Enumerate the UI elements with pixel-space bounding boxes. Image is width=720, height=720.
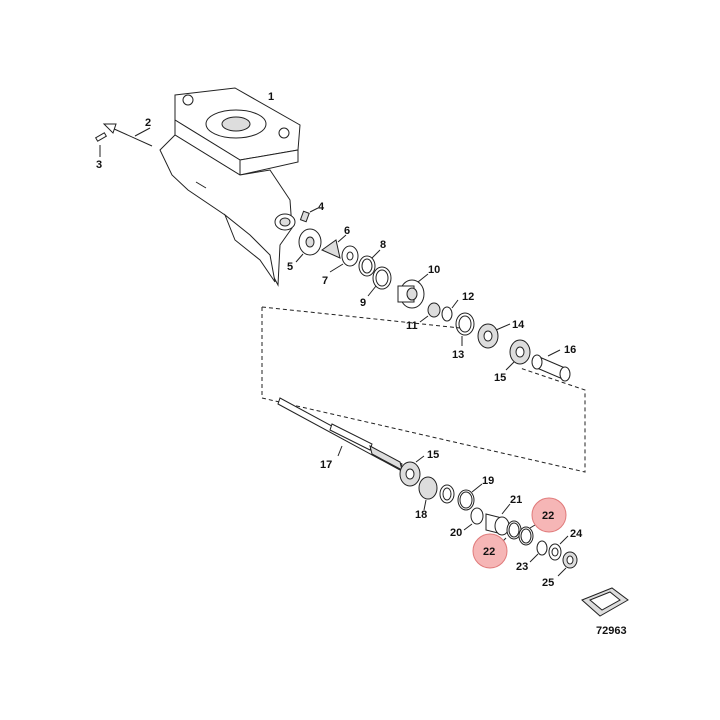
part-8-shim	[358, 249, 381, 277]
part-15-gear-lower	[399, 455, 425, 487]
part-11-nut	[419, 302, 441, 323]
part-20-ring	[463, 507, 484, 531]
callout-12: 12	[462, 291, 474, 303]
callout-16: 16	[564, 344, 576, 356]
callout-22-lower: 22	[483, 546, 495, 558]
propshaft-assembly-outline	[261, 307, 586, 473]
callout-15-upper: 15	[494, 372, 506, 384]
callout-14: 14	[512, 319, 525, 331]
callout-8: 8	[380, 239, 386, 251]
part-24-washer	[548, 535, 569, 561]
part-25-nut	[557, 551, 578, 577]
callout-24: 24	[570, 528, 583, 540]
callout-5: 5	[287, 261, 293, 273]
callout-17: 17	[320, 459, 332, 471]
callout-6: 6	[344, 225, 350, 237]
callout-1: 1	[268, 91, 274, 103]
reference-number: 72963	[596, 625, 627, 637]
part-9-ring	[367, 266, 392, 297]
callout-3: 3	[96, 159, 102, 171]
part-5-gear	[295, 228, 322, 263]
gear-housing	[159, 87, 301, 287]
callout-9: 9	[360, 297, 366, 309]
part-3-small-pin	[94, 132, 108, 157]
highlight-22-lower	[472, 533, 508, 569]
part-22-rings	[497, 520, 541, 547]
part-23-washer	[529, 540, 548, 563]
part-17-propeller-shaft	[277, 397, 403, 471]
callout-15-lower: 15	[427, 449, 439, 461]
callout-22-upper: 22	[542, 510, 554, 522]
part-10-bearing	[397, 273, 429, 309]
callout-11: 11	[406, 320, 418, 332]
part-13-bearing-race	[455, 312, 475, 346]
part-washers-lower	[439, 483, 483, 511]
part-18-bearing	[418, 476, 438, 511]
part-14-gear	[477, 323, 511, 349]
callout-2: 2	[145, 117, 151, 129]
part-6-pinion	[320, 234, 347, 259]
callout-23: 23	[516, 561, 528, 573]
callout-25: 25	[542, 577, 554, 589]
manual-reference-icon	[581, 587, 629, 617]
part-21-thrust-hub	[485, 503, 511, 536]
part-4-key	[299, 207, 319, 223]
part-2-pin	[102, 123, 153, 147]
highlight-22-upper	[531, 497, 567, 533]
callout-21: 21	[510, 494, 522, 506]
part-12-bushing	[441, 299, 459, 322]
callout-10: 10	[428, 264, 440, 276]
callout-18: 18	[415, 509, 427, 521]
part-15-gear-upper	[505, 339, 531, 371]
callout-13: 13	[452, 349, 464, 361]
callout-20: 20	[450, 527, 462, 539]
callout-19: 19	[482, 475, 494, 487]
callout-4: 4	[318, 201, 325, 213]
part-7-washer	[329, 245, 359, 273]
part-16-sleeve	[531, 349, 571, 382]
callout-7: 7	[322, 275, 328, 287]
